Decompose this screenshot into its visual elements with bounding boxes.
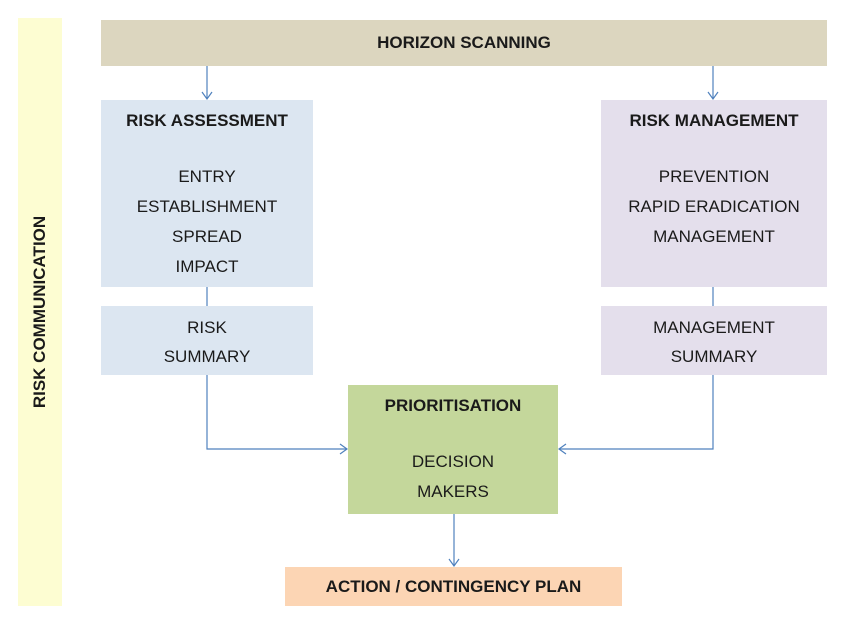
risk-assessment-items: ENTRY ESTABLISHMENT SPREAD IMPACT (101, 162, 313, 282)
arrow-horizon-to-management-head (707, 91, 719, 101)
risk-management-title: RISK MANAGEMENT (629, 111, 799, 130)
risk-management-item-management: MANAGEMENT (653, 227, 775, 246)
risk-management-item-prevention: PREVENTION (658, 167, 770, 186)
risk-management-box: RISK MANAGEMENT PREVENTION RAPID ERADICA… (601, 100, 827, 287)
management-summary-box: MANAGEMENT SUMMARY (601, 306, 827, 375)
risk-management-items: PREVENTION RAPID ERADICATION MANAGEMENT (601, 162, 827, 252)
action-contingency-label: ACTION / CONTINGENCY PLAN (325, 577, 582, 596)
risk-assessment-item-spread: SPREAD (172, 227, 242, 246)
management-summary-line-1: MANAGEMENT (653, 318, 775, 337)
arrow-risk-summary-to-prioritisation (206, 375, 347, 450)
risk-assessment-title: RISK ASSESSMENT (126, 111, 288, 130)
arrow-risk-summary-to-prioritisation-head (339, 443, 349, 455)
arrow-management-summary-to-prioritisation-head (557, 443, 567, 455)
horizon-scanning-label: HORIZON SCANNING (377, 33, 551, 52)
risk-summary-box: RISK SUMMARY (101, 306, 313, 375)
risk-summary-line-2: SUMMARY (163, 347, 251, 366)
horizon-scanning-box: HORIZON SCANNING (101, 20, 827, 66)
risk-assessment-box: RISK ASSESSMENT ENTRY ESTABLISHMENT SPRE… (101, 100, 313, 287)
risk-communication-bar: RISK COMMUNICATION (18, 18, 62, 606)
arrow-management-summary-to-prioritisation (559, 375, 714, 450)
prioritisation-items: DECISION MAKERS (348, 447, 558, 507)
arrow-horizon-to-assessment-head (201, 91, 213, 101)
risk-summary-line-1: RISK (187, 318, 227, 337)
prioritisation-item-makers: MAKERS (417, 482, 489, 501)
risk-management-item-rapid-eradication: RAPID ERADICATION (628, 197, 800, 216)
action-contingency-box: ACTION / CONTINGENCY PLAN (285, 567, 622, 606)
risk-assessment-item-impact: IMPACT (175, 257, 239, 276)
prioritisation-title: PRIORITISATION (384, 396, 522, 415)
risk-assessment-item-establishment: ESTABLISHMENT (136, 197, 278, 216)
management-summary-line-2: SUMMARY (670, 347, 758, 366)
arrow-prioritisation-to-action-head (448, 558, 460, 568)
prioritisation-box: PRIORITISATION DECISION MAKERS (348, 385, 558, 514)
risk-assessment-item-entry: ENTRY (178, 167, 236, 186)
prioritisation-item-decision: DECISION (411, 452, 495, 471)
